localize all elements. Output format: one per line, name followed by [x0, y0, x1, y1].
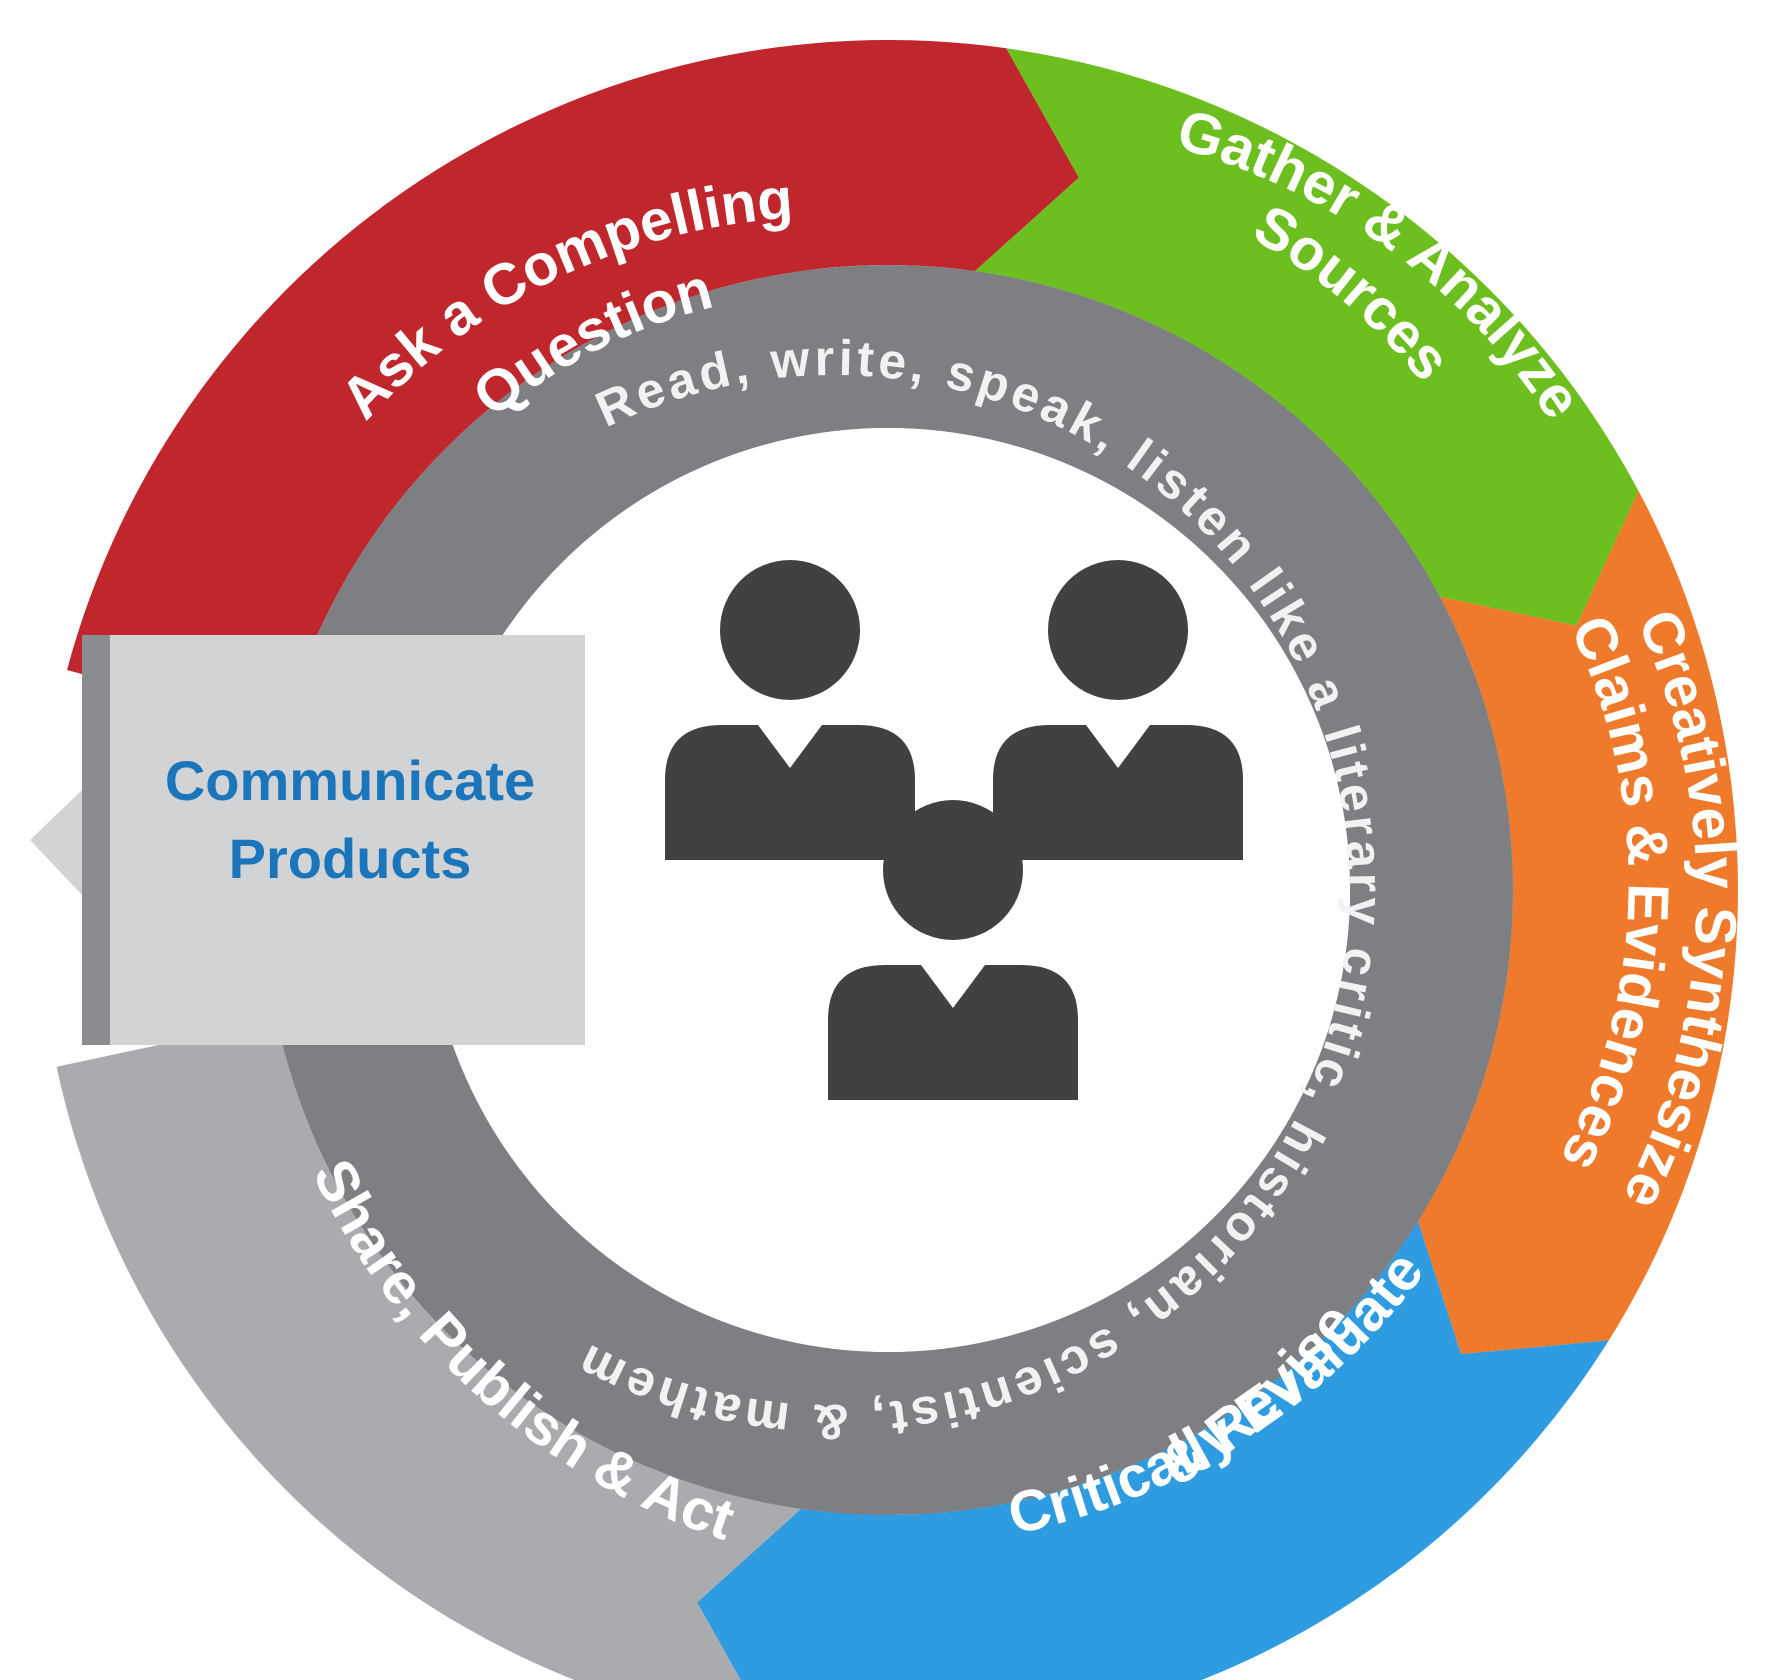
- segment-synthesize: [1418, 490, 1738, 1355]
- segment-gather: [975, 48, 1639, 626]
- communicate-products-box: Communicate Products: [30, 635, 585, 1045]
- segment-share: [56, 1019, 801, 1680]
- communicate-line-2: Products: [229, 827, 472, 890]
- segment-ask: [67, 40, 1079, 729]
- communicate-box-edge: [82, 635, 110, 1045]
- segment-evaluate: [697, 1221, 1609, 1680]
- people-group-icon: [665, 560, 1243, 1100]
- person-icon: [993, 560, 1243, 860]
- person-icon: [665, 560, 915, 860]
- communicate-line-1: Communicate: [165, 749, 535, 812]
- communicate-box-shape: [30, 635, 585, 1045]
- stage-segments: [56, 40, 1738, 1680]
- person-icon: [828, 800, 1078, 1100]
